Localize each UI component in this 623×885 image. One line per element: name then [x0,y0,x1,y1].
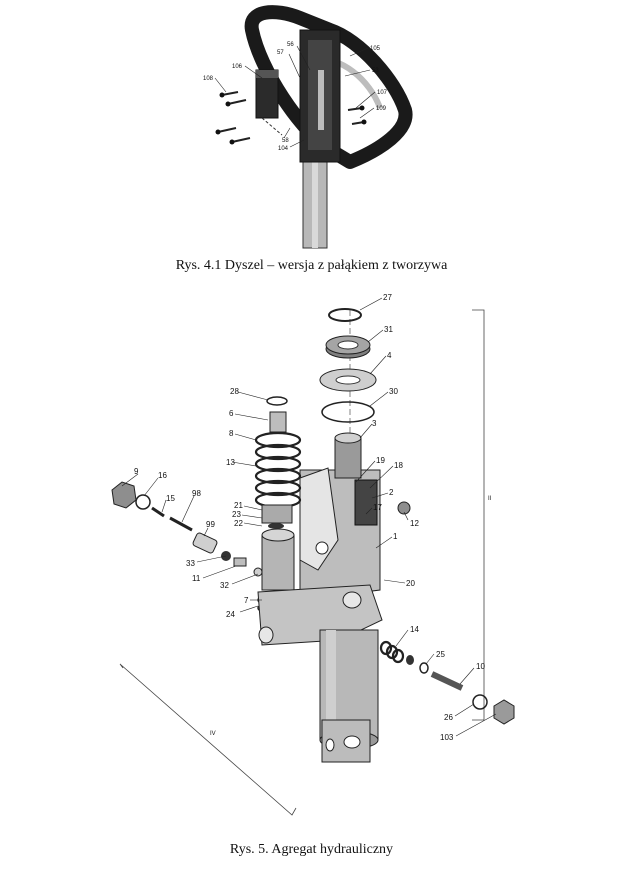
part-label: 98 [192,489,201,498]
part-label: 14 [410,625,419,634]
part-label: 57 [277,50,284,56]
part-label: 11 [192,574,201,583]
part-label: 8 [229,429,234,438]
part-label: 27 [383,293,392,302]
group-label-ii: II [488,496,492,502]
part-label: 18 [394,461,403,470]
part-label: 24 [226,610,235,619]
hydraulic-part-labels: 27 31 4 30 3 28 6 8 13 19 18 2 17 9 16 1… [134,293,492,742]
part-label: 10 [476,662,485,671]
hydraulic-unit-drawing [111,297,515,816]
part-label: 7 [244,596,249,605]
part-label: 108 [203,76,214,82]
part-label: 26 [444,713,453,722]
part-label: 12 [410,519,419,528]
part-label: 13 [226,458,235,467]
part-label: 32 [220,581,229,590]
part-label: 109 [376,106,387,112]
part-label: 33 [186,559,195,568]
part-label: 21 [234,501,243,510]
part-label: 99 [206,520,215,529]
part-label: 20 [406,579,415,588]
part-label: 9 [134,467,139,476]
part-label: 1 [393,532,398,541]
part-label: 103 [440,733,454,742]
part-label: 53 [372,68,379,74]
figure-1-caption: Rys. 4.1 Dyszel – wersja z pałąkiem z tw… [175,258,448,273]
tiller-figure: 105 56 57 53 106 108 107 109 58 104 [203,5,413,249]
part-label: 105 [370,46,381,52]
part-label: 4 [387,351,392,360]
tiller-drawing [214,5,413,249]
figure-2-caption: Rys. 5. Agregat hydrauliczny [229,842,394,857]
part-label: 31 [384,325,393,334]
part-label: 19 [376,456,385,465]
part-label: 17 [373,503,382,512]
part-label: 28 [230,387,239,396]
part-label: 56 [287,42,294,48]
part-label: 58 [282,138,289,144]
part-label: 106 [232,64,243,70]
part-label: 30 [389,387,398,396]
part-label: 2 [389,488,394,497]
part-label: 107 [377,90,388,96]
part-label: 16 [158,471,167,480]
tiller-part-labels: 105 56 57 53 106 108 107 109 58 104 [203,42,388,152]
group-label-iv: IV [210,731,216,737]
part-label: 104 [278,146,289,152]
part-label: 6 [229,409,234,418]
part-label: 25 [436,650,445,659]
part-label: 23 [232,510,241,519]
part-label: 15 [166,494,175,503]
part-label: 3 [372,419,377,428]
part-label: 22 [234,519,243,528]
